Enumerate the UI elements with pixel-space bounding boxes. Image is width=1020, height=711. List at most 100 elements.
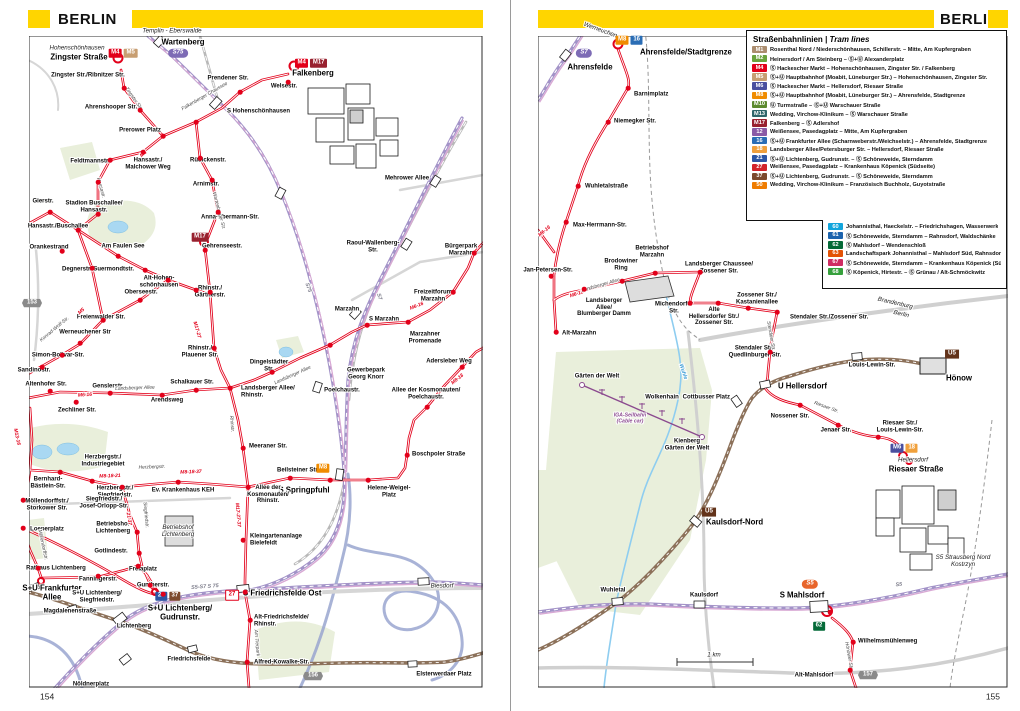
tram-stop-dot [134, 529, 140, 535]
map-label: Riesaer Str. [813, 401, 839, 415]
tram-stop-dot [20, 525, 26, 531]
tram-stop-dot [553, 329, 559, 335]
legend-line-badge: M6 [752, 82, 767, 90]
tram-stop-dot [563, 219, 569, 225]
legend-line-badge: M8 [752, 91, 767, 100]
map-label: M6-16 [537, 224, 552, 239]
tram-stop-dot [450, 289, 456, 295]
badge-item: M8 [316, 463, 330, 473]
legend-line-text: Ⓢ Köpenick, Hirtestr. – Ⓢ Grünau / Alt-S… [846, 269, 986, 276]
map-label: Altenhofer Str. [25, 381, 67, 388]
map-label: Landsberger Allee [273, 365, 312, 387]
s-line-badge: S7 [575, 48, 593, 58]
map-label: Kaulsdorf-Nord [706, 517, 764, 527]
map-label: M13-16 [12, 427, 22, 446]
map-label: Boschpoler Straße [412, 451, 466, 458]
map-label: Ev. Krankenhaus KEH [151, 487, 215, 494]
page-spine [510, 0, 511, 711]
badge-item: 18 [905, 443, 918, 453]
map-label: Möllendorffstr. [36, 529, 48, 561]
legend-line-badge: 60 [828, 223, 843, 231]
tram-stop-dot [140, 149, 146, 155]
tram-stop-dot [581, 286, 587, 292]
legend-line-text: Wedding, Virchow-Klinikum – Ⓢ Warschauer… [770, 111, 908, 118]
badge-item: M17 [310, 58, 328, 68]
legend-line-badge: 12 [752, 128, 767, 136]
map-label: Genslerstr. [92, 383, 124, 390]
tram-line-badge: M17 [191, 232, 209, 242]
map-label: Möllendorffstr./ Storkower Str. [25, 498, 69, 511]
badge-item: M5 [124, 48, 138, 58]
left-page-geometry [29, 36, 483, 688]
tram-stop-dot [240, 537, 246, 543]
header-accent-left [28, 10, 50, 28]
map-label: Anna-Ebermann-Str. [200, 214, 260, 221]
legend-line-text: Landsberger Allee/Petersburger Str. – He… [770, 146, 944, 153]
badge-item: S75 [168, 48, 188, 58]
map-label: Herzbergstr. [138, 464, 166, 471]
map-label: Niemegker Str. [614, 118, 657, 125]
legend-line-badge: M17 [752, 119, 767, 127]
map-label: Wuhletal [600, 587, 626, 594]
legend-line-badge: 63 [828, 249, 843, 258]
map-label: Hönow [946, 373, 972, 383]
map-label: Mehrower Allee [384, 175, 430, 182]
map-label: Oberseestr. [124, 289, 158, 296]
map-label: Nöldnerplatz [72, 681, 110, 688]
map-label: Werneuchener Str [59, 329, 111, 336]
map-label: Gierstr. [32, 198, 54, 205]
legend-title: Straßenbahnlinien | Tram lines [753, 35, 870, 44]
legend-line-badge: 18 [752, 145, 767, 154]
map-label: Am Tierpark [252, 629, 260, 657]
map-label: Wuhletalstraße [585, 183, 628, 190]
map-label: Betriebshof Lichtenberg [161, 524, 195, 538]
map-label: M6-16 [409, 300, 425, 312]
header-accent-right [988, 10, 1008, 28]
legend-line-text: Ⓢ Mahlsdorf – Wendenschloß [846, 242, 926, 249]
tram-stop-dot [59, 352, 65, 358]
legend-line-text: Johannisthal, Haeckelstr. – Friedrichsha… [846, 223, 999, 230]
legend-line-text: Weißensee, Pasedagplatz – Krankenhaus Kö… [770, 164, 935, 171]
map-label: Ahrensfelde/Stadtgrenze [640, 47, 732, 57]
legend-line-badge: 37 [752, 172, 767, 181]
map-label: Alt-Hohen- schönhausen [139, 275, 179, 288]
map-label: Brodowiner Ring [604, 258, 638, 271]
map-label: Arnimstr. [192, 181, 220, 188]
map-label: Elsterwerdaer Platz [416, 671, 472, 678]
map-label: S5 [895, 581, 903, 589]
tram-stop-dot [160, 133, 166, 139]
map-label: Poelchaustr. [324, 387, 360, 394]
badge-item: S5 [801, 579, 819, 589]
map-label: M5 [76, 306, 87, 316]
map-label: S5-S7 S 75 [190, 583, 219, 591]
map-label: M8-18-21 [99, 472, 121, 480]
map-label: Arendsweg [150, 397, 184, 404]
map-label: Biesdorf [430, 582, 454, 590]
map-label: Welsestr. [270, 83, 298, 90]
header-bar-right [538, 10, 934, 28]
map-label: Barnimplatz [634, 91, 669, 98]
map-label: Lichtenberg [116, 623, 152, 630]
map-label: S Springpfuhl [278, 485, 330, 495]
map-label: M17-27-37 [233, 502, 242, 528]
map-label: IGA-Seilbahn (Cable car) [613, 412, 647, 424]
legend-line-text: Wedding, Virchow-Klinikum – Französisch … [770, 182, 946, 189]
map-label: M8-18 [450, 372, 465, 387]
map-label: Rhinstr. [227, 415, 235, 433]
badge-item: 27 [225, 589, 239, 601]
map-label: S5 Strausberg Nord Kostrzyn [935, 554, 991, 568]
map-label: Alt-Friedrichsfelde/ Rhinstr. [254, 614, 309, 627]
page-title-left: BERLIN [58, 11, 117, 28]
tram-stop-dot [835, 422, 841, 428]
